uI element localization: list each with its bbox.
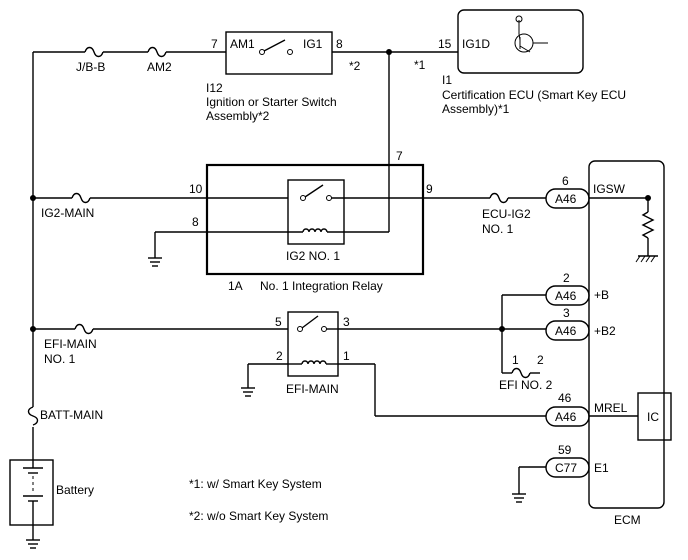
fuse-efi-no2-label: EFI NO. 2 xyxy=(499,378,553,392)
efi-output xyxy=(338,294,546,379)
ecm-term-mrel: MREL xyxy=(594,401,628,415)
ig1-line xyxy=(332,49,458,232)
relay-label: IG2 NO. 1 xyxy=(286,249,340,263)
ecm-conn-e1-label: C77 xyxy=(555,461,577,475)
ecm-box xyxy=(588,160,672,509)
fuse-ig2-main-label: IG2-MAIN xyxy=(41,206,94,220)
relay-coil-ground xyxy=(148,231,207,267)
ecm-label: ECM xyxy=(614,513,641,527)
cert-pin: 15 xyxy=(438,37,452,51)
ign-term-am1: AM1 xyxy=(230,37,255,51)
certification-ecu xyxy=(457,9,584,74)
igsw-line xyxy=(423,192,546,204)
efi-main-relay xyxy=(287,311,339,377)
cert-note: *1 xyxy=(414,58,426,72)
ign-pin-ig1: 8 xyxy=(336,37,343,51)
efi-relay-pin2: 2 xyxy=(276,349,283,363)
batt-main-fuse xyxy=(27,406,39,426)
ign-name-line2: Assembly*2 xyxy=(206,109,270,123)
note-1: *1: w/ Smart Key System xyxy=(189,477,322,491)
note-2: *2: w/o Smart Key System xyxy=(189,509,328,523)
ig2-row xyxy=(33,192,207,204)
efi-relay-pin1: 1 xyxy=(343,349,350,363)
ign-code: I12 xyxy=(206,81,223,95)
efi-no2-pin-right: 2 xyxy=(537,353,544,367)
cert-name-line1: Certification ECU (Smart Key ECU xyxy=(442,88,626,102)
relay-pin-out: 9 xyxy=(426,182,433,196)
ecm-term-igsw: IGSW xyxy=(593,182,626,196)
ecm-conn-igsw-label: A46 xyxy=(555,192,577,206)
ignition-switch xyxy=(225,31,333,75)
ign-pin-am1: 7 xyxy=(211,37,218,51)
ign-note: *2 xyxy=(349,59,361,73)
ecm-term-b: +B xyxy=(594,288,609,302)
efi-relay-pin3: 3 xyxy=(343,315,350,329)
ecm-conn-b-label: A46 xyxy=(555,289,577,303)
efi-relay-pin5: 5 xyxy=(275,315,282,329)
ecm-pin-b: 2 xyxy=(563,271,570,285)
ecm-conn-b2 xyxy=(545,320,590,341)
left-bus xyxy=(30,52,36,460)
ign-term-ig1: IG1 xyxy=(303,37,323,51)
fuse-efi-main-no1-line2: NO. 1 xyxy=(44,352,76,366)
ecm-conn-igsw xyxy=(545,188,590,209)
mrel-line xyxy=(338,363,546,417)
fuse-jbb-label: J/B-B xyxy=(76,60,105,74)
ecm-pin-igsw: 6 xyxy=(562,174,569,188)
ecm-pin-b2: 3 xyxy=(563,306,570,320)
cert-name-line2: Assembly)*1 xyxy=(442,102,510,116)
ign-name-line1: Ignition or Starter Switch xyxy=(206,95,337,109)
relay-pin-coil-ground: 8 xyxy=(192,215,199,229)
fuse-am2-label: AM2 xyxy=(147,60,172,74)
fuse-ecu-ig2-line2: NO. 1 xyxy=(482,222,514,236)
battery-label: Battery xyxy=(56,483,94,497)
ecm-term-b2: +B2 xyxy=(594,324,616,338)
relay-pin-coil-feed: 7 xyxy=(396,149,403,163)
cert-code: I1 xyxy=(442,73,452,87)
fuse-efi-main-no1-line1: EFI-MAIN xyxy=(44,337,97,351)
efi-main-row xyxy=(33,323,288,335)
ecm-conn-b2-label: A46 xyxy=(555,324,577,338)
ecm-term-e1: E1 xyxy=(594,461,609,475)
top-line xyxy=(33,46,226,58)
fuse-batt-main-label: BATT-MAIN xyxy=(40,408,103,422)
ecm-conn-mrel-label: A46 xyxy=(555,410,577,424)
efi-relay-label: EFI-MAIN xyxy=(286,382,339,396)
battery-symbol xyxy=(9,459,54,549)
ecm-pin-e1: 59 xyxy=(558,443,572,457)
relay-pin-in: 10 xyxy=(189,182,203,196)
efi-relay-ground xyxy=(241,363,288,397)
integration-relay xyxy=(205,163,425,276)
ecm-pin-mrel: 46 xyxy=(558,391,572,405)
efi-no2-pin-left: 1 xyxy=(512,353,519,367)
relay-name: No. 1 Integration Relay xyxy=(260,279,383,293)
ecm-ic: IC xyxy=(647,410,659,424)
cert-term: IG1D xyxy=(462,37,490,51)
relay-code: 1A xyxy=(228,279,243,293)
fuse-ecu-ig2-line1: ECU-IG2 xyxy=(482,207,531,221)
e1-ground xyxy=(512,466,546,503)
